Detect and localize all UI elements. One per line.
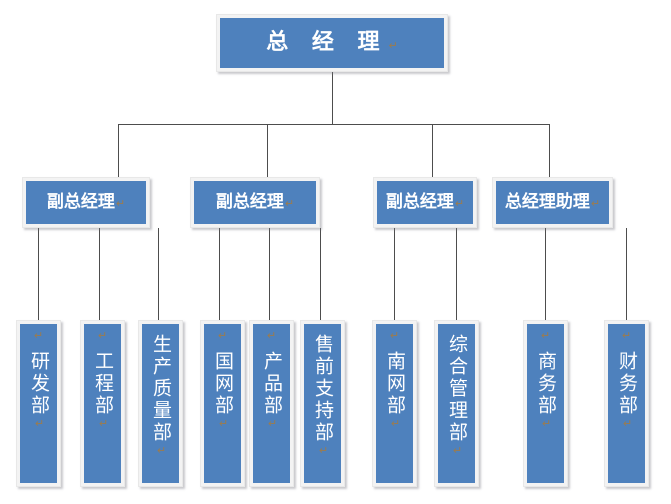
node-general-manager-label: 总 经 理↵ bbox=[266, 30, 406, 55]
node-dept-southern-grid-label: 南网部↵ bbox=[384, 351, 407, 430]
pilcrow-icon: ↵ bbox=[115, 197, 126, 210]
node-dept-rd-label: 研发部↵ bbox=[28, 351, 51, 430]
connector-to-dept-1 bbox=[38, 228, 39, 320]
node-deputy-gm-1-fill: 副总经理↵ bbox=[26, 181, 146, 224]
pilcrow-icon: ↵ bbox=[155, 444, 169, 457]
node-deputy-gm-1-label: 副总经理↵ bbox=[46, 192, 126, 212]
node-general-manager-fill: 总 经 理↵ bbox=[220, 18, 444, 68]
node-dept-product-fill: ↵ 产品部↵ bbox=[253, 324, 290, 483]
node-gm-assistant-fill: 总经理助理↵ bbox=[496, 181, 609, 224]
pilcrow-icon: ↵ bbox=[317, 444, 331, 457]
node-dept-presales-support-fill: 售前支持部↵ bbox=[304, 324, 341, 483]
connector-level2-bus bbox=[118, 124, 550, 125]
node-dept-business-label: 商务部↵ bbox=[535, 351, 558, 430]
node-dept-engineering[interactable]: ↵ 工程部↵ bbox=[80, 320, 125, 487]
pilcrow-icon: ↵ bbox=[389, 329, 400, 342]
node-gm-assistant[interactable]: 总经理助理↵ bbox=[492, 177, 613, 228]
pilcrow-icon: ↵ bbox=[388, 39, 406, 52]
pilcrow-icon: ↵ bbox=[454, 197, 465, 210]
pilcrow-icon: ↵ bbox=[284, 197, 295, 210]
pilcrow-icon: ↵ bbox=[621, 417, 635, 430]
node-dept-general-management-label: 综合管理部↵ bbox=[446, 334, 469, 457]
pilcrow-icon: ↵ bbox=[97, 417, 111, 430]
node-dept-finance-label: 财务部↵ bbox=[616, 351, 639, 430]
connector-to-dept-5 bbox=[269, 228, 270, 320]
node-deputy-gm-2[interactable]: 副总经理↵ bbox=[190, 177, 320, 228]
node-deputy-gm-3[interactable]: 副总经理↵ bbox=[373, 177, 477, 228]
node-dept-engineering-fill: ↵ 工程部↵ bbox=[84, 324, 121, 483]
node-dept-state-grid-fill: ↵ 国网部↵ bbox=[204, 324, 241, 483]
pilcrow-icon: ↵ bbox=[217, 329, 228, 342]
node-deputy-gm-2-label: 副总经理↵ bbox=[215, 192, 295, 212]
node-deputy-gm-3-fill: 副总经理↵ bbox=[377, 181, 473, 224]
connector-to-dept-9 bbox=[545, 228, 546, 320]
connector-to-level2-3 bbox=[432, 124, 433, 177]
node-deputy-gm-2-fill: 副总经理↵ bbox=[194, 181, 316, 224]
pilcrow-icon: ↵ bbox=[266, 329, 277, 342]
pilcrow-icon: ↵ bbox=[33, 329, 44, 342]
connector-to-dept-6 bbox=[320, 228, 321, 320]
connector-to-level2-1 bbox=[118, 124, 119, 177]
pilcrow-icon: ↵ bbox=[451, 444, 465, 457]
pilcrow-icon: ↵ bbox=[97, 329, 108, 342]
node-gm-assistant-label: 总经理助理↵ bbox=[504, 192, 601, 212]
pilcrow-icon: ↵ bbox=[33, 417, 47, 430]
connector-to-dept-4 bbox=[219, 228, 220, 320]
node-dept-production-quality[interactable]: 生产质量部↵ bbox=[138, 320, 183, 487]
node-deputy-gm-3-label: 副总经理↵ bbox=[385, 192, 465, 212]
pilcrow-icon: ↵ bbox=[540, 329, 551, 342]
node-dept-product-label: 产品部↵ bbox=[261, 351, 284, 430]
node-dept-engineering-label: 工程部↵ bbox=[92, 351, 115, 430]
node-dept-rd[interactable]: ↵ 研发部↵ bbox=[16, 320, 61, 487]
pilcrow-icon: ↵ bbox=[266, 417, 280, 430]
connector-to-level2-4 bbox=[549, 124, 550, 177]
connector-to-level2-2 bbox=[267, 124, 268, 177]
node-general-manager[interactable]: 总 经 理↵ bbox=[216, 14, 448, 72]
node-dept-rd-fill: ↵ 研发部↵ bbox=[20, 324, 57, 483]
pilcrow-icon: ↵ bbox=[621, 329, 632, 342]
pilcrow-icon: ↵ bbox=[217, 417, 231, 430]
connector-to-dept-3 bbox=[158, 228, 159, 320]
node-dept-presales-support-label: 售前支持部↵ bbox=[312, 334, 335, 457]
node-dept-state-grid-label: 国网部↵ bbox=[212, 351, 235, 430]
connector-to-dept-8 bbox=[456, 228, 457, 320]
node-dept-southern-grid[interactable]: ↵ 南网部↵ bbox=[372, 320, 417, 487]
connector-to-dept-7 bbox=[394, 228, 395, 320]
node-dept-finance-fill: ↵ 财务部↵ bbox=[608, 324, 645, 483]
connector-to-dept-10 bbox=[626, 228, 627, 320]
node-dept-state-grid[interactable]: ↵ 国网部↵ bbox=[200, 320, 245, 487]
connector-to-dept-2 bbox=[99, 228, 100, 320]
node-dept-product[interactable]: ↵ 产品部↵ bbox=[249, 320, 294, 487]
node-dept-production-quality-fill: 生产质量部↵ bbox=[142, 324, 179, 483]
node-dept-business-fill: ↵ 商务部↵ bbox=[527, 324, 564, 483]
node-dept-production-quality-label: 生产质量部↵ bbox=[150, 334, 173, 457]
connector-root-stem bbox=[332, 72, 333, 125]
node-dept-general-management-fill: 综合管理部↵ bbox=[438, 324, 475, 483]
node-dept-finance[interactable]: ↵ 财务部↵ bbox=[604, 320, 649, 487]
node-dept-general-management[interactable]: 综合管理部↵ bbox=[434, 320, 479, 487]
pilcrow-icon: ↵ bbox=[389, 417, 403, 430]
pilcrow-icon: ↵ bbox=[540, 417, 554, 430]
node-dept-business[interactable]: ↵ 商务部↵ bbox=[523, 320, 568, 487]
node-dept-presales-support[interactable]: 售前支持部↵ bbox=[300, 320, 345, 487]
node-dept-southern-grid-fill: ↵ 南网部↵ bbox=[376, 324, 413, 483]
pilcrow-icon: ↵ bbox=[590, 197, 601, 210]
node-deputy-gm-1[interactable]: 副总经理↵ bbox=[22, 177, 150, 228]
